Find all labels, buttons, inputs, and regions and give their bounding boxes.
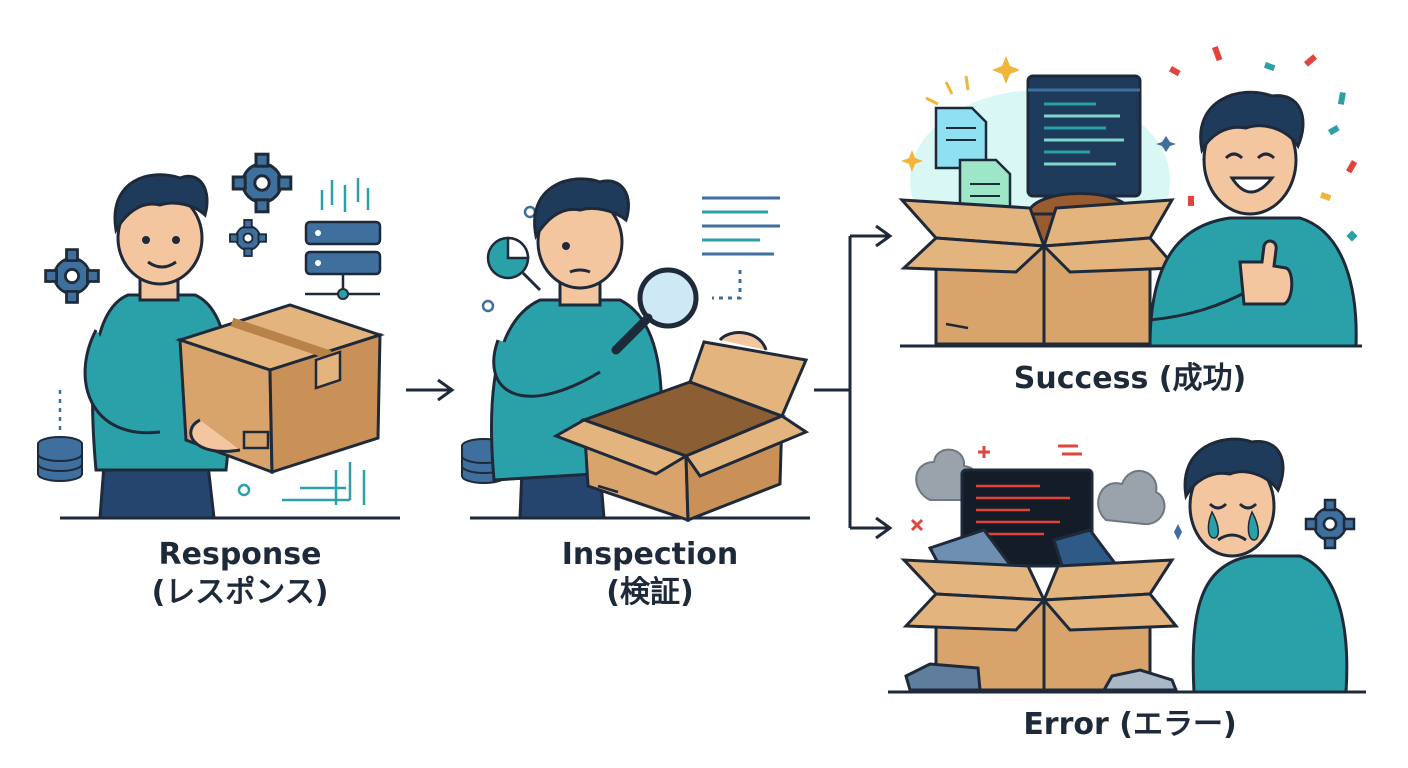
- pie-chart-icon: [486, 236, 542, 292]
- caption-response: Response (レスポンス): [110, 536, 370, 611]
- caption-error-label: Error (エラー): [1023, 707, 1237, 742]
- stage-inspection-illustration: [461, 177, 810, 523]
- arrow-icon: [406, 378, 455, 402]
- debris: [904, 662, 1179, 692]
- caption-response-title: Response: [158, 537, 322, 572]
- tear-icon: [1207, 510, 1259, 541]
- stage-response-illustration: [37, 152, 400, 520]
- confetti-icon: [1156, 45, 1358, 242]
- caption-inspection-subtitle: (検証): [606, 574, 694, 610]
- magnifier-icon: [611, 267, 699, 355]
- code-lines: [702, 196, 780, 300]
- stage-success-illustration: [898, 45, 1362, 348]
- open-cardboard-box: [552, 331, 810, 523]
- error-marks: [910, 444, 1082, 532]
- caption-success: Success (成功): [960, 360, 1300, 398]
- person-crying: [1183, 437, 1349, 694]
- gear-icon: [44, 248, 100, 304]
- gear-icon: [1304, 498, 1356, 550]
- open-cardboard-box: [898, 198, 1180, 346]
- gear-icon: [231, 152, 293, 214]
- thumbs-up-icon: [1238, 239, 1294, 306]
- branch-arrows: [814, 224, 893, 540]
- speed-lines: [282, 462, 366, 505]
- caption-error: Error (エラー): [960, 706, 1300, 744]
- cardboard-box: [175, 303, 385, 475]
- caption-success-label: Success (成功): [1013, 361, 1247, 396]
- caption-response-subtitle: (レスポンス): [151, 574, 329, 610]
- server-icon: [304, 178, 382, 300]
- database-icon: [37, 436, 83, 482]
- sparkles: [901, 56, 1020, 172]
- stage-error-illustration: [888, 437, 1366, 694]
- person-celebrating: [1148, 90, 1358, 348]
- gear-icon: [229, 219, 267, 257]
- caption-inspection-title: Inspection: [561, 537, 739, 572]
- caption-inspection: Inspection (検証): [520, 536, 780, 611]
- code-window-icon: [1026, 74, 1142, 198]
- open-cardboard-box: [900, 558, 1180, 692]
